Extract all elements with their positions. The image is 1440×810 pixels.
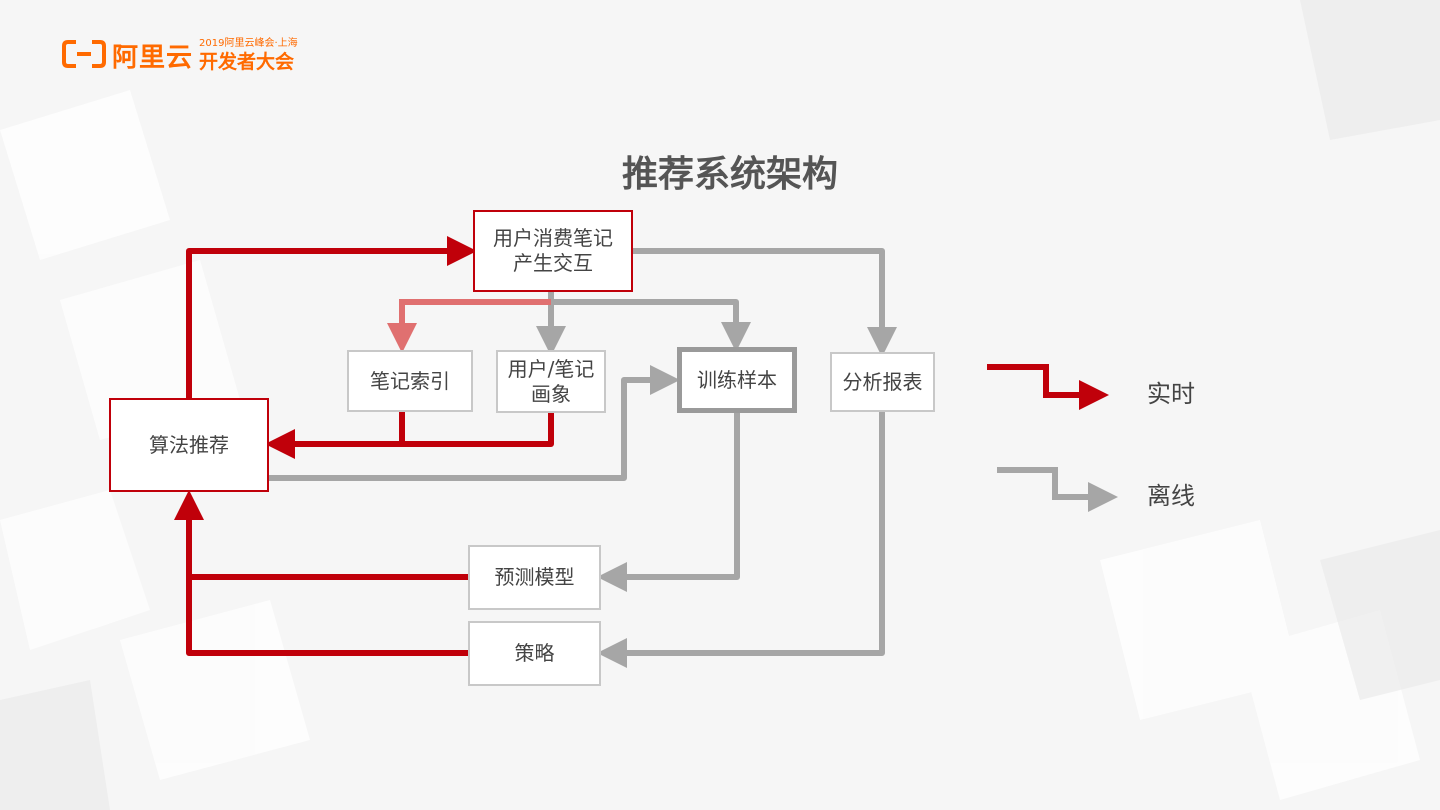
node-note-index: 笔记索引 [347, 350, 473, 412]
page-title: 推荐系统架构 [621, 154, 838, 195]
legend-offline-arrow [997, 467, 1118, 512]
aliyun-mark-icon [62, 40, 106, 68]
edge-interaction-to-samples [551, 299, 751, 352]
edge-algorithm-to-samples [268, 365, 680, 481]
edge-samples-to-model [597, 412, 740, 592]
edge-profile-join [402, 412, 554, 447]
node-prediction-model: 预测模型 [468, 545, 601, 610]
node-user-interaction: 用户消费笔记 产生交互 [473, 210, 633, 292]
node-analysis-report: 分析报表 [830, 352, 935, 412]
node-algorithm-recommend: 算法推荐 [109, 398, 269, 492]
node-training-samples: 训练样本 [677, 347, 797, 413]
logo-event-line: 2019阿里云峰会·上海 [199, 38, 298, 49]
edge-report-to-strategy [597, 412, 885, 668]
edge-index-profile-to-algorithm [265, 412, 405, 459]
node-strategy: 策略 [468, 621, 601, 686]
edge-interaction-to-report [632, 248, 897, 357]
legend-realtime-label: 实时 [1147, 380, 1195, 408]
logo-event-title: 开发者大会 [199, 51, 295, 73]
edge-model-strategy-to-algorithm [189, 505, 468, 656]
edge-algorithm-to-interaction [186, 236, 477, 398]
node-user-note-profile: 用户/笔记 画象 [496, 350, 606, 413]
legend-offline-label: 离线 [1147, 482, 1195, 510]
edge-interaction-to-index [387, 299, 551, 353]
logo-name: 阿里云 [112, 43, 194, 73]
legend-realtime-arrow [987, 364, 1109, 410]
